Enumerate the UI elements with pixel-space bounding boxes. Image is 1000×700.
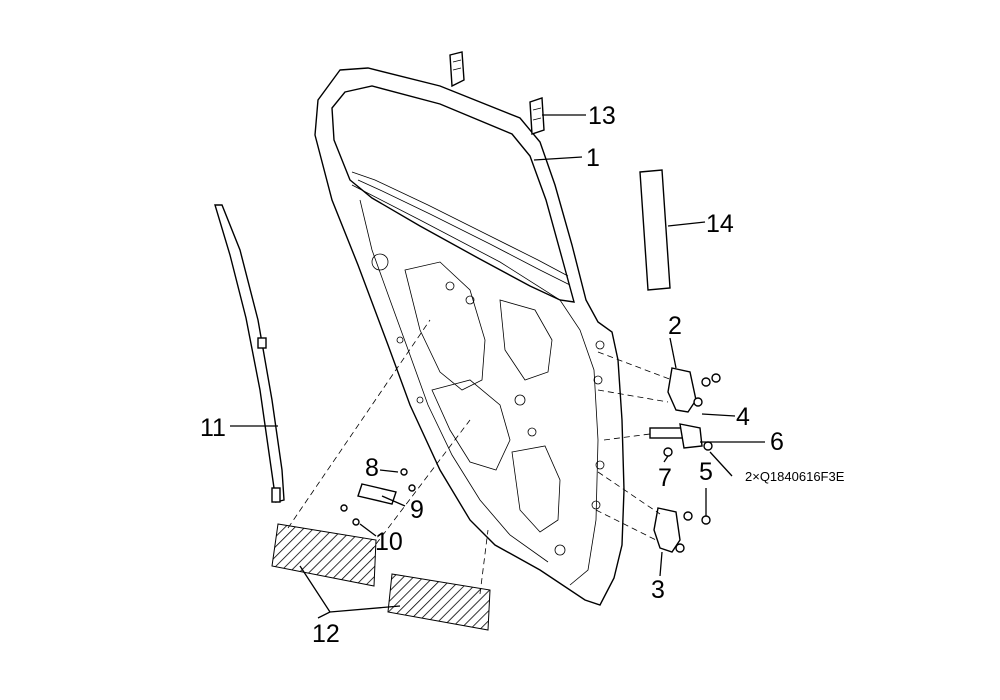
label-13: 13 xyxy=(588,102,616,130)
sound-pad-right xyxy=(387,573,491,631)
label-12: 12 xyxy=(312,620,340,648)
bolt-spec-note: 2×Q1840616F3E xyxy=(745,469,845,484)
label-11: 11 xyxy=(200,414,226,442)
sound-pad-left xyxy=(271,523,377,587)
label-9: 9 xyxy=(410,496,424,524)
small-bracket-group xyxy=(340,468,416,526)
label-10: 10 xyxy=(375,528,403,556)
leader-lines xyxy=(230,114,765,619)
label-2: 2 xyxy=(668,312,682,340)
top-clip-pair xyxy=(449,51,545,135)
rear-channel xyxy=(214,204,285,503)
label-5: 5 xyxy=(699,458,713,486)
weather-strip xyxy=(639,169,671,291)
projection-lines xyxy=(287,319,673,595)
label-3: 3 xyxy=(651,576,665,604)
door-check-strap xyxy=(649,423,713,457)
lower-hinge xyxy=(653,507,711,553)
label-4: 4 xyxy=(736,403,750,431)
label-7: 7 xyxy=(658,464,672,492)
label-6: 6 xyxy=(770,428,784,456)
upper-hinge xyxy=(667,367,721,413)
label-14: 14 xyxy=(706,210,734,238)
label-1: 1 xyxy=(586,144,600,172)
door-shell xyxy=(314,67,625,606)
label-8: 8 xyxy=(365,454,379,482)
